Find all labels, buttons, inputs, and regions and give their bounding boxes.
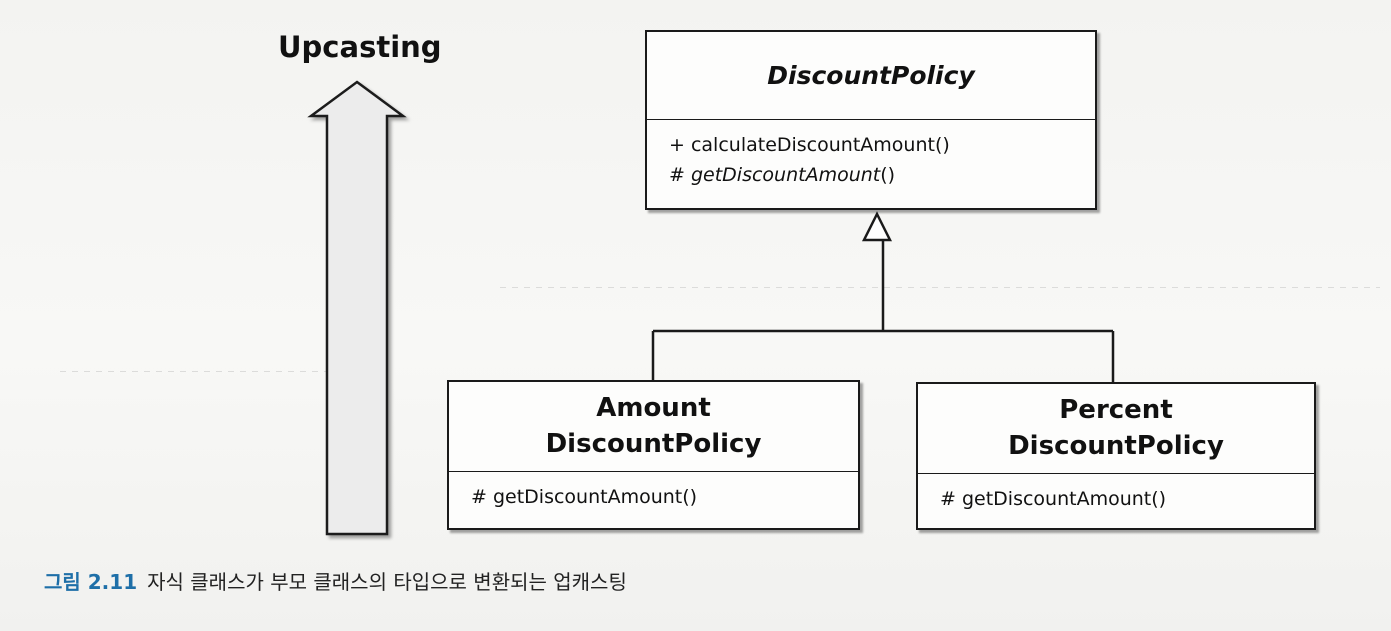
amount-discount-policy-class-box: Amount DiscountPolicy # getDiscountAmoun… bbox=[447, 380, 860, 530]
class-name-discount-policy: DiscountPolicy bbox=[647, 32, 1095, 120]
figure-caption: 그림 2.11 자식 클래스가 부모 클래스의 타입으로 변환되는 업캐스팅 bbox=[44, 566, 627, 595]
class-name-line2: DiscountPolicy bbox=[1008, 431, 1224, 461]
upcasting-label: Upcasting bbox=[278, 30, 442, 64]
caption-text: 자식 클래스가 부모 클래스의 타입으로 변환되는 업캐스팅 bbox=[147, 570, 627, 594]
method-parens: () bbox=[880, 164, 896, 186]
operation-calculate-discount-amount: + calculateDiscountAmount() bbox=[669, 134, 950, 156]
generalization-triangle-icon bbox=[861, 211, 893, 242]
class-name-percent-discount-policy: Percent DiscountPolicy bbox=[918, 384, 1314, 474]
operation-get-discount-amount: # getDiscountAmount() bbox=[940, 488, 1167, 510]
visibility-protected: # bbox=[669, 164, 691, 186]
operations-compartment: # getDiscountAmount() bbox=[918, 474, 1314, 514]
operations-compartment: + calculateDiscountAmount() # getDiscoun… bbox=[647, 120, 1095, 190]
percent-discount-policy-class-box: Percent DiscountPolicy # getDiscountAmou… bbox=[916, 382, 1316, 530]
discount-policy-class-box: DiscountPolicy + calculateDiscountAmount… bbox=[645, 30, 1097, 210]
scan-artifact bbox=[500, 287, 1380, 288]
class-name-line1: Percent bbox=[1059, 395, 1173, 425]
class-name-line1: Amount bbox=[596, 393, 711, 423]
operation-get-discount-amount: # getDiscountAmount() bbox=[471, 486, 698, 508]
operations-compartment: # getDiscountAmount() bbox=[449, 472, 858, 512]
figure-number: 그림 2.11 bbox=[44, 570, 138, 594]
operation-get-discount-amount-abstract: # getDiscountAmount() bbox=[669, 160, 1095, 190]
class-name-line2: DiscountPolicy bbox=[545, 429, 762, 459]
class-name-amount-discount-policy: Amount DiscountPolicy bbox=[449, 382, 858, 472]
abstract-method-name: getDiscountAmount bbox=[690, 164, 881, 186]
scan-artifact bbox=[60, 371, 350, 372]
upcasting-arrow bbox=[307, 80, 407, 536]
